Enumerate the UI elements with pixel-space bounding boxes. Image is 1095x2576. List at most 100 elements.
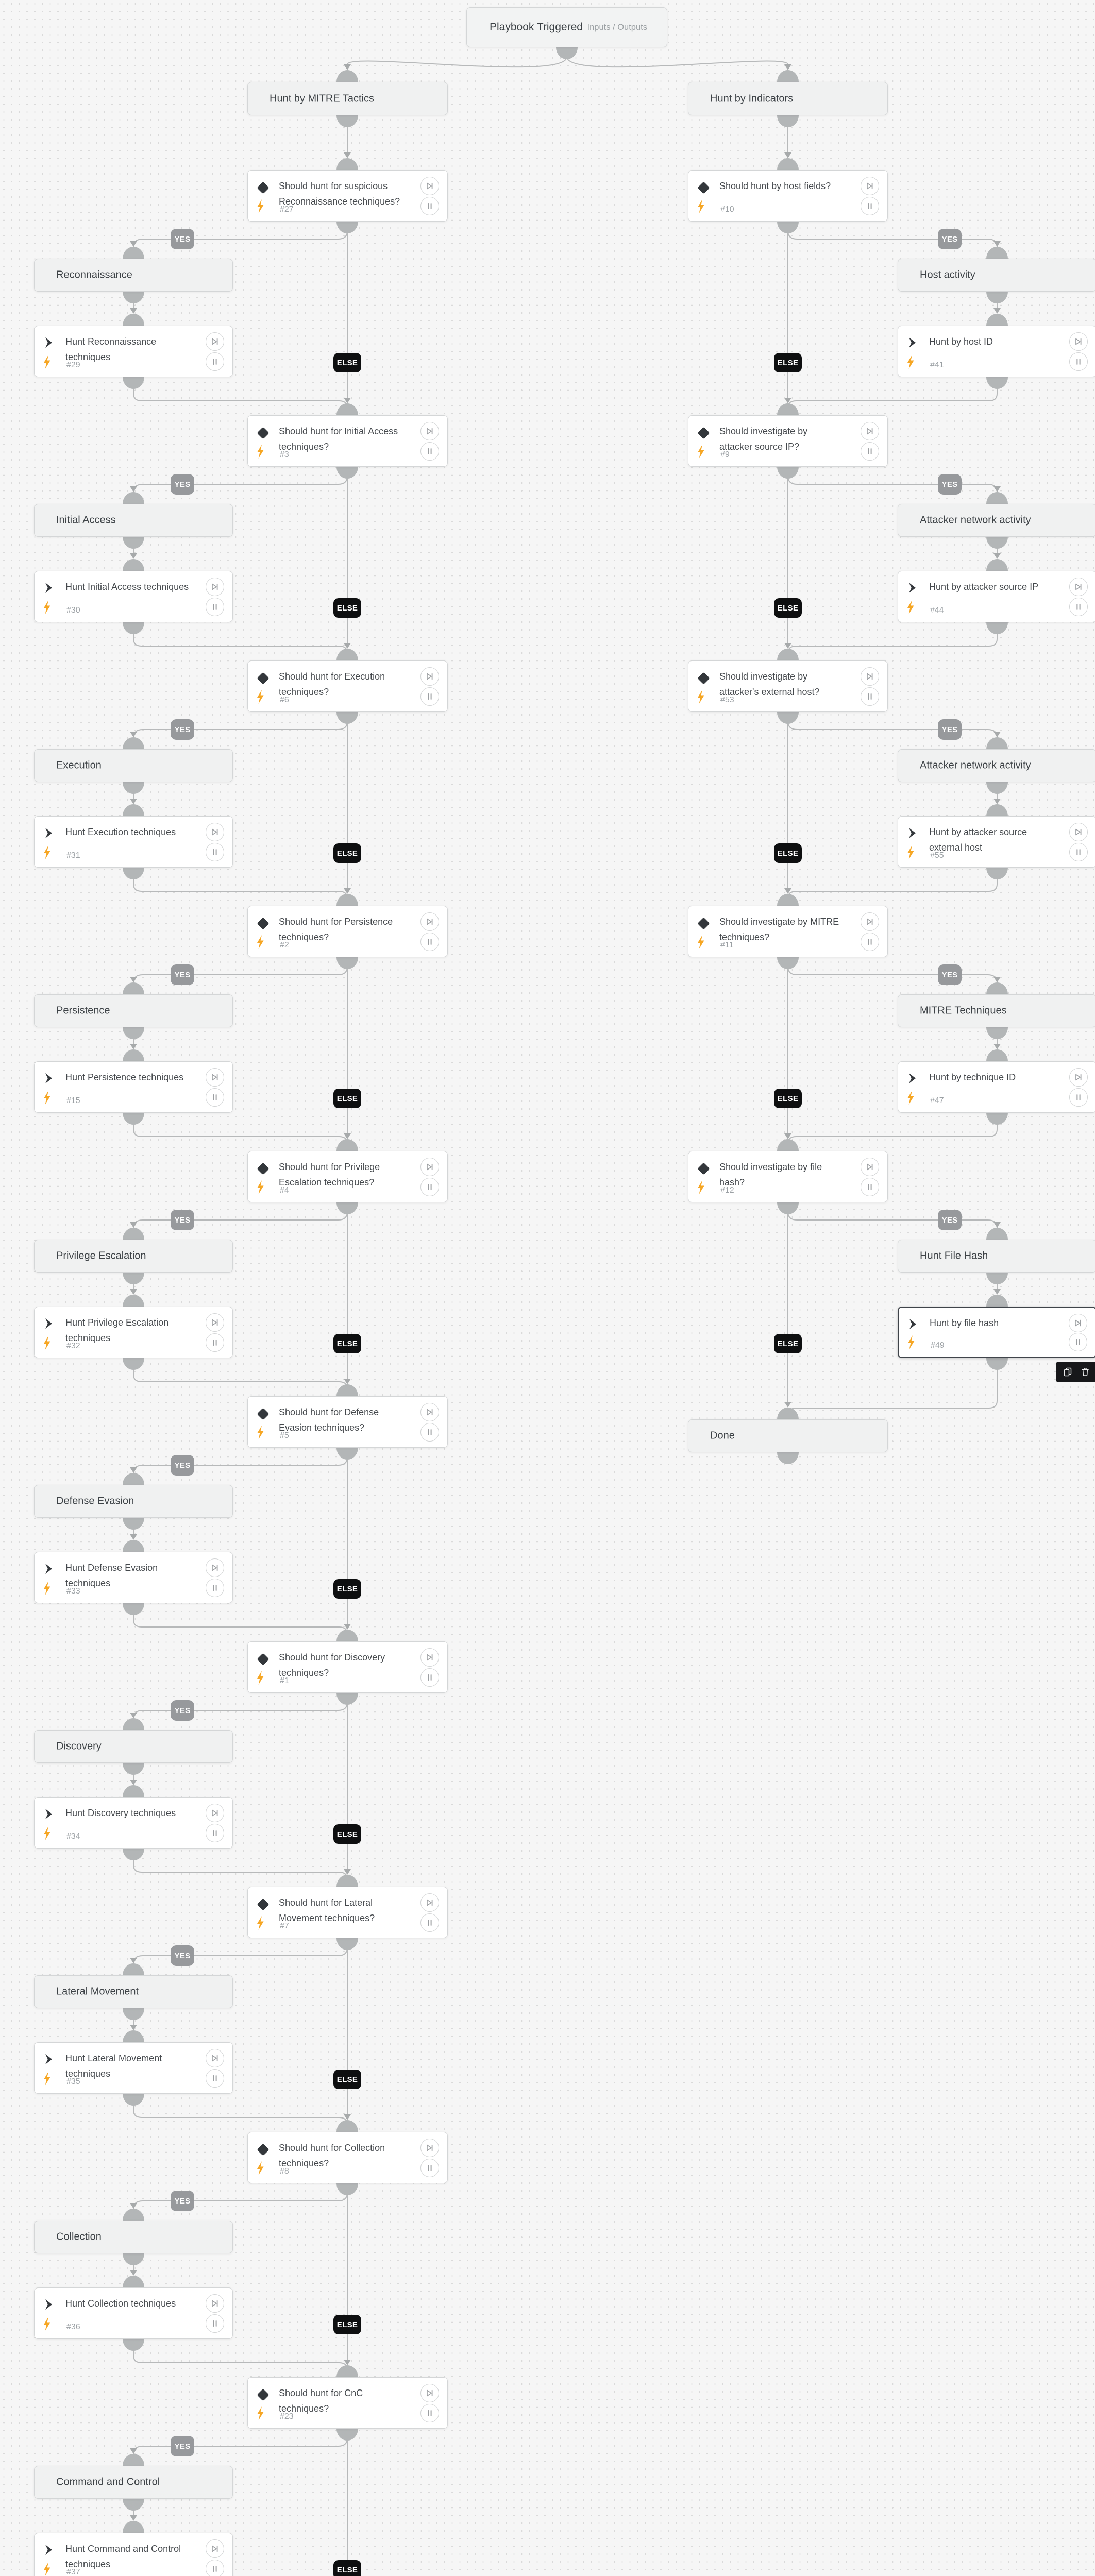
task-node[interactable]: Hunt Command and Control techniques#37 [34, 2533, 233, 2576]
task-node[interactable]: Hunt Persistence techniques#15 [34, 1061, 233, 1113]
pause-button[interactable] [420, 2159, 439, 2177]
tactic-section[interactable]: Reconnaissance [34, 259, 233, 292]
task-node[interactable]: Hunt by technique ID#47 [898, 1061, 1095, 1113]
condition-node[interactable]: Should hunt for Privilege Escalation tec… [247, 1151, 448, 1202]
skip-execution-button[interactable] [420, 1648, 439, 1667]
tactic-section[interactable]: Host activity [898, 259, 1095, 292]
skip-execution-button[interactable] [206, 332, 224, 351]
pause-button[interactable] [420, 2404, 439, 2422]
pause-button[interactable] [420, 687, 439, 706]
skip-execution-button[interactable] [206, 578, 224, 596]
condition-node[interactable]: Should hunt for Collection techniques?#8 [247, 2132, 448, 2183]
task-node[interactable]: Hunt Defense Evasion techniques#33 [34, 1552, 233, 1603]
task-node[interactable]: Hunt Reconnaissance techniques#29 [34, 326, 233, 377]
skip-execution-button[interactable] [1069, 332, 1088, 351]
skip-execution-button[interactable] [420, 422, 439, 440]
pause-button[interactable] [206, 843, 224, 861]
skip-execution-button[interactable] [206, 2294, 224, 2313]
pause-button[interactable] [206, 1579, 224, 1597]
condition-node[interactable]: Should hunt for CnC techniques?#23 [247, 2377, 448, 2429]
pause-button[interactable] [1069, 1333, 1087, 1351]
tactic-section[interactable]: Command and Control [34, 2466, 233, 2499]
condition-node[interactable]: Should hunt for Initial Access technique… [247, 415, 448, 467]
task-node[interactable]: Hunt Discovery techniques#34 [34, 1797, 233, 1849]
playbook-trigger-node[interactable]: Playbook Triggered Inputs / Outputs [466, 7, 667, 47]
pause-button[interactable] [861, 442, 879, 461]
tactic-section[interactable]: Privilege Escalation [34, 1240, 233, 1273]
skip-execution-button[interactable] [1069, 1314, 1087, 1332]
pause-button[interactable] [206, 2560, 224, 2576]
skip-execution-button[interactable] [206, 2539, 224, 2558]
task-node[interactable]: Hunt by host ID#41 [898, 326, 1095, 377]
pause-button[interactable] [206, 352, 224, 371]
pause-button[interactable] [861, 687, 879, 706]
tactic-section[interactable]: Lateral Movement [34, 1975, 233, 2008]
skip-execution-button[interactable] [420, 1893, 439, 1912]
tactic-section[interactable]: Collection [34, 2221, 233, 2253]
branch-header-indicators[interactable]: Hunt by Indicators [688, 82, 888, 115]
pause-button[interactable] [420, 1668, 439, 1687]
tactic-section[interactable]: Attacker network activity [898, 504, 1095, 537]
pause-button[interactable] [420, 442, 439, 461]
skip-execution-button[interactable] [420, 667, 439, 686]
skip-execution-button[interactable] [206, 1558, 224, 1577]
skip-execution-button[interactable] [861, 1158, 879, 1176]
pause-button[interactable] [206, 1088, 224, 1107]
pause-button[interactable] [1069, 598, 1088, 616]
tactic-section[interactable]: Attacker network activity [898, 749, 1095, 782]
condition-node[interactable]: Should hunt for Execution techniques?#6 [247, 660, 448, 712]
pause-button[interactable] [1069, 352, 1088, 371]
tactic-section[interactable]: Hunt File Hash [898, 1240, 1095, 1273]
task-node[interactable]: Hunt Privilege Escalation techniques#32 [34, 1307, 233, 1358]
pause-button[interactable] [206, 2314, 224, 2333]
condition-node[interactable]: Should investigate by attacker source IP… [688, 415, 888, 467]
pause-button[interactable] [1069, 1088, 1088, 1107]
pause-button[interactable] [420, 1913, 439, 1932]
condition-node[interactable]: Should hunt by host fields?#10 [688, 170, 888, 222]
skip-execution-button[interactable] [206, 1313, 224, 1332]
condition-node[interactable]: Should investigate by MITRE techniques?#… [688, 906, 888, 957]
skip-execution-button[interactable] [861, 667, 879, 686]
task-node[interactable]: Hunt Collection techniques#36 [34, 2287, 233, 2339]
skip-execution-button[interactable] [206, 2049, 224, 2067]
condition-node[interactable]: Should hunt for suspicious Reconnaissanc… [247, 170, 448, 222]
pause-button[interactable] [206, 1333, 224, 1352]
task-node[interactable]: Hunt by attacker source external host#55 [898, 816, 1095, 868]
tactic-section[interactable]: Persistence [34, 994, 233, 1027]
pause-button[interactable] [420, 933, 439, 951]
skip-execution-button[interactable] [420, 2384, 439, 2402]
condition-node[interactable]: Should hunt for Lateral Movement techniq… [247, 1887, 448, 1938]
task-node[interactable]: Hunt Initial Access techniques#30 [34, 571, 233, 622]
task-node[interactable]: Hunt by file hash#49 [898, 1307, 1095, 1382]
condition-node[interactable]: Should hunt for Discovery techniques?#1 [247, 1641, 448, 1693]
copy-button[interactable] [1059, 1364, 1076, 1380]
pause-button[interactable] [861, 197, 879, 215]
task-node[interactable]: Hunt Lateral Movement techniques#35 [34, 2042, 233, 2094]
condition-node[interactable]: Should investigate by file hash?#12 [688, 1151, 888, 1202]
tactic-section[interactable]: MITRE Techniques [898, 994, 1095, 1027]
skip-execution-button[interactable] [206, 1804, 224, 1822]
skip-execution-button[interactable] [206, 1068, 224, 1087]
tactic-section[interactable]: Initial Access [34, 504, 233, 537]
branch-header-mitre-tactics[interactable]: Hunt by MITRE Tactics [247, 82, 448, 115]
tactic-section[interactable]: Defense Evasion [34, 1485, 233, 1518]
pause-button[interactable] [206, 2069, 224, 2088]
skip-execution-button[interactable] [420, 177, 439, 195]
skip-execution-button[interactable] [861, 177, 879, 195]
skip-execution-button[interactable] [420, 2139, 439, 2157]
skip-execution-button[interactable] [861, 422, 879, 440]
pause-button[interactable] [206, 1824, 224, 1842]
condition-node[interactable]: Should investigate by attacker's externa… [688, 660, 888, 712]
pause-button[interactable] [420, 1178, 439, 1196]
pause-button[interactable] [420, 1423, 439, 1442]
skip-execution-button[interactable] [1069, 823, 1088, 841]
skip-execution-button[interactable] [206, 823, 224, 841]
condition-node[interactable]: Should hunt for Persistence techniques?#… [247, 906, 448, 957]
task-node[interactable]: Hunt Execution techniques#31 [34, 816, 233, 868]
tactic-section[interactable]: Execution [34, 749, 233, 782]
task-node[interactable]: Hunt by attacker source IP#44 [898, 571, 1095, 622]
inputs-outputs-link[interactable]: Inputs / Outputs [587, 22, 647, 32]
condition-node[interactable]: Should hunt for Defense Evasion techniqu… [247, 1396, 448, 1448]
delete-button[interactable] [1077, 1364, 1093, 1380]
skip-execution-button[interactable] [420, 1403, 439, 1421]
